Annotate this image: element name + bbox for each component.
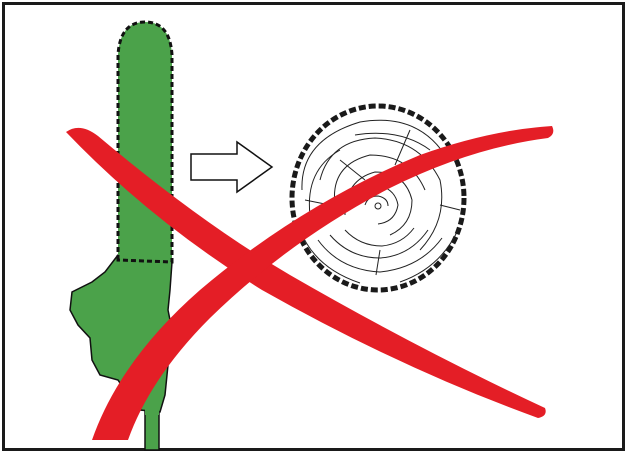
log-cross-section-icon	[292, 106, 464, 290]
chainsaw-bar	[118, 22, 172, 262]
